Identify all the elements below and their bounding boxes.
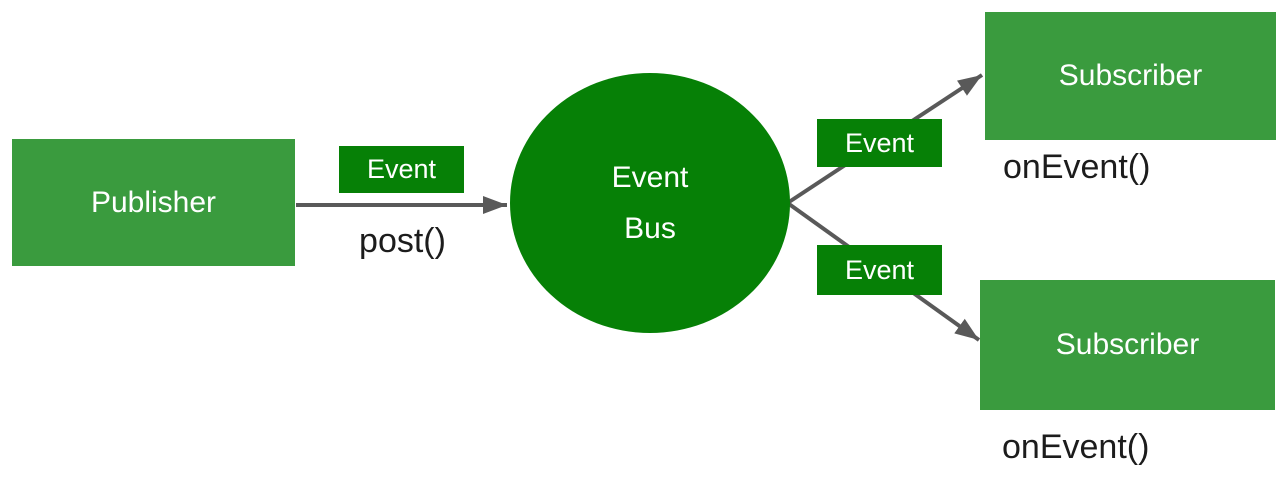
subscriber-box-bottom: Subscriber <box>980 280 1275 410</box>
event-bus-label-line2: Bus <box>624 212 676 245</box>
event-badge-subscriber-top: Event <box>817 119 942 167</box>
subscriber-box-top: Subscriber <box>985 12 1276 140</box>
event-bus-circle: Event Bus <box>510 73 790 333</box>
publisher-label: Publisher <box>90 185 217 219</box>
event-badge-subscriber-bottom-label: Event <box>844 254 915 285</box>
subscriber-bottom-label: Subscriber <box>1055 328 1200 361</box>
event-badge-subscriber-bottom: Event <box>817 245 942 295</box>
on-event-label-bottom: onEvent() <box>1002 428 1150 466</box>
subscriber-top-label: Subscriber <box>1058 59 1203 92</box>
event-badge-publisher: Event <box>339 146 464 193</box>
publisher-box: Publisher <box>12 139 295 266</box>
event-badge-publisher-label: Event <box>366 154 437 184</box>
on-event-label-top: onEvent() <box>1003 148 1151 186</box>
event-bus-label-line1: Event <box>611 161 689 194</box>
post-method-label: post() <box>359 222 446 260</box>
event-badge-subscriber-top-label: Event <box>844 127 915 158</box>
